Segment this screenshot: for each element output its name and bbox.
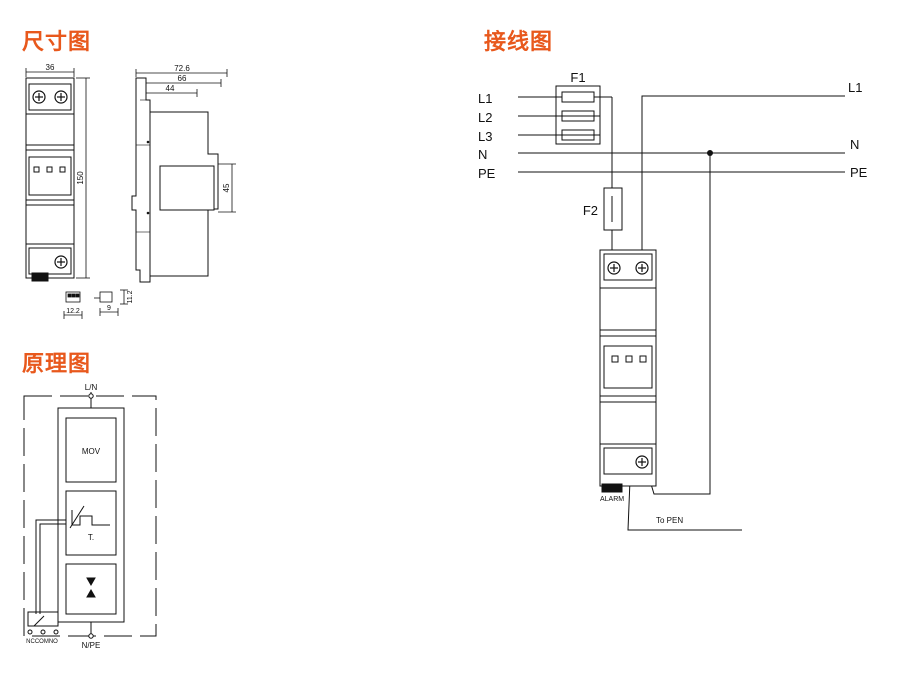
window-45-label: 45 bbox=[222, 183, 231, 192]
depth-44-label: 44 bbox=[166, 84, 175, 93]
front-screw-icon bbox=[54, 255, 68, 269]
width-36-label: 36 bbox=[46, 63, 55, 72]
side-view bbox=[131, 77, 219, 283]
front-dim-lines bbox=[25, 68, 90, 279]
terminal-detail bbox=[63, 289, 128, 319]
line-l2-label: L2 bbox=[478, 110, 492, 125]
side-dim-lines bbox=[135, 69, 236, 213]
line-n-label: N bbox=[478, 147, 487, 162]
thermal-label: T. bbox=[88, 533, 94, 542]
right-pe-label: PE bbox=[850, 165, 868, 180]
right-l1-label: L1 bbox=[848, 80, 862, 95]
line-l3-label: L3 bbox=[478, 129, 492, 144]
front-screw-icon bbox=[54, 90, 68, 104]
side-detail-lines bbox=[136, 99, 150, 233]
junction-dot bbox=[707, 150, 713, 156]
schematic-block bbox=[23, 392, 157, 639]
spd-screw-icon bbox=[635, 455, 649, 469]
schematic-top-terminal: L/N bbox=[85, 383, 98, 392]
depth-66-label: 66 bbox=[178, 74, 187, 83]
front-view bbox=[25, 77, 75, 282]
line-l1-label: L1 bbox=[478, 91, 492, 106]
spd-screw-icon bbox=[607, 261, 621, 275]
contact-labels: NCCOMNO bbox=[26, 639, 58, 645]
line-pe-label: PE bbox=[478, 166, 496, 181]
term-width-label: 12.2 bbox=[66, 308, 80, 315]
height-150-label: 150 bbox=[76, 171, 85, 185]
wiring-lines bbox=[518, 85, 845, 531]
dimension-title: 尺寸图 bbox=[22, 30, 92, 55]
mov-label: MOV bbox=[82, 447, 101, 456]
to-pen-label: To PEN bbox=[656, 516, 683, 525]
term-height-label: 11.2 bbox=[127, 290, 134, 303]
right-n-label: N bbox=[850, 137, 859, 152]
alarm-label: ALARM bbox=[600, 496, 624, 503]
schematic-title: 原理图 bbox=[22, 352, 92, 377]
fuse-f2-label: F2 bbox=[583, 203, 598, 218]
front-screw-icon bbox=[32, 90, 46, 104]
spd-screw-icon bbox=[635, 261, 649, 275]
term-depth-label: 9 bbox=[107, 305, 111, 312]
schematic-bottom-terminal: N/PE bbox=[82, 641, 101, 650]
depth-72-6-label: 72.6 bbox=[174, 64, 190, 73]
wiring-title: 接线图 bbox=[484, 30, 554, 55]
fuse-f1-label: F1 bbox=[570, 70, 585, 85]
